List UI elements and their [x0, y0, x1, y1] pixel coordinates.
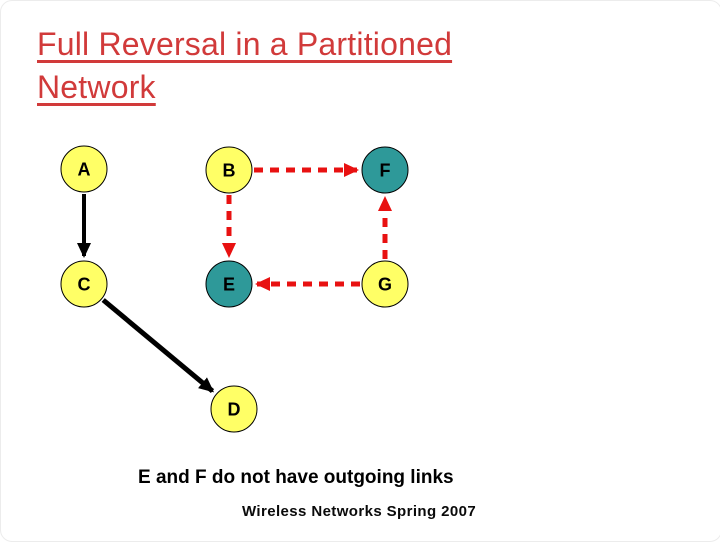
title-line-1: Full Reversal in a Partitioned	[37, 26, 453, 62]
node-B: B	[205, 146, 253, 194]
node-G: G	[361, 260, 409, 308]
node-D: D	[210, 385, 258, 433]
node-C: C	[60, 260, 108, 308]
node-label-D: D	[228, 400, 241, 420]
node-F: F	[361, 146, 409, 194]
footer-text: Wireless Networks Spring 2007	[242, 503, 477, 520]
node-label-E: E	[223, 275, 235, 295]
node-A: A	[60, 145, 108, 193]
node-label-G: G	[378, 275, 392, 295]
title-line-2: Network	[37, 69, 156, 105]
node-label-C: C	[78, 275, 91, 295]
edge-C-to-D	[101, 298, 215, 393]
slide-title: Full Reversal in a Partitioned Network	[37, 23, 597, 109]
caption-text: E and F do not have outgoing links	[138, 467, 454, 488]
node-label-A: A	[78, 160, 91, 180]
node-label-F: F	[380, 161, 391, 181]
node-label-B: B	[223, 161, 236, 181]
node-E: E	[205, 260, 253, 308]
